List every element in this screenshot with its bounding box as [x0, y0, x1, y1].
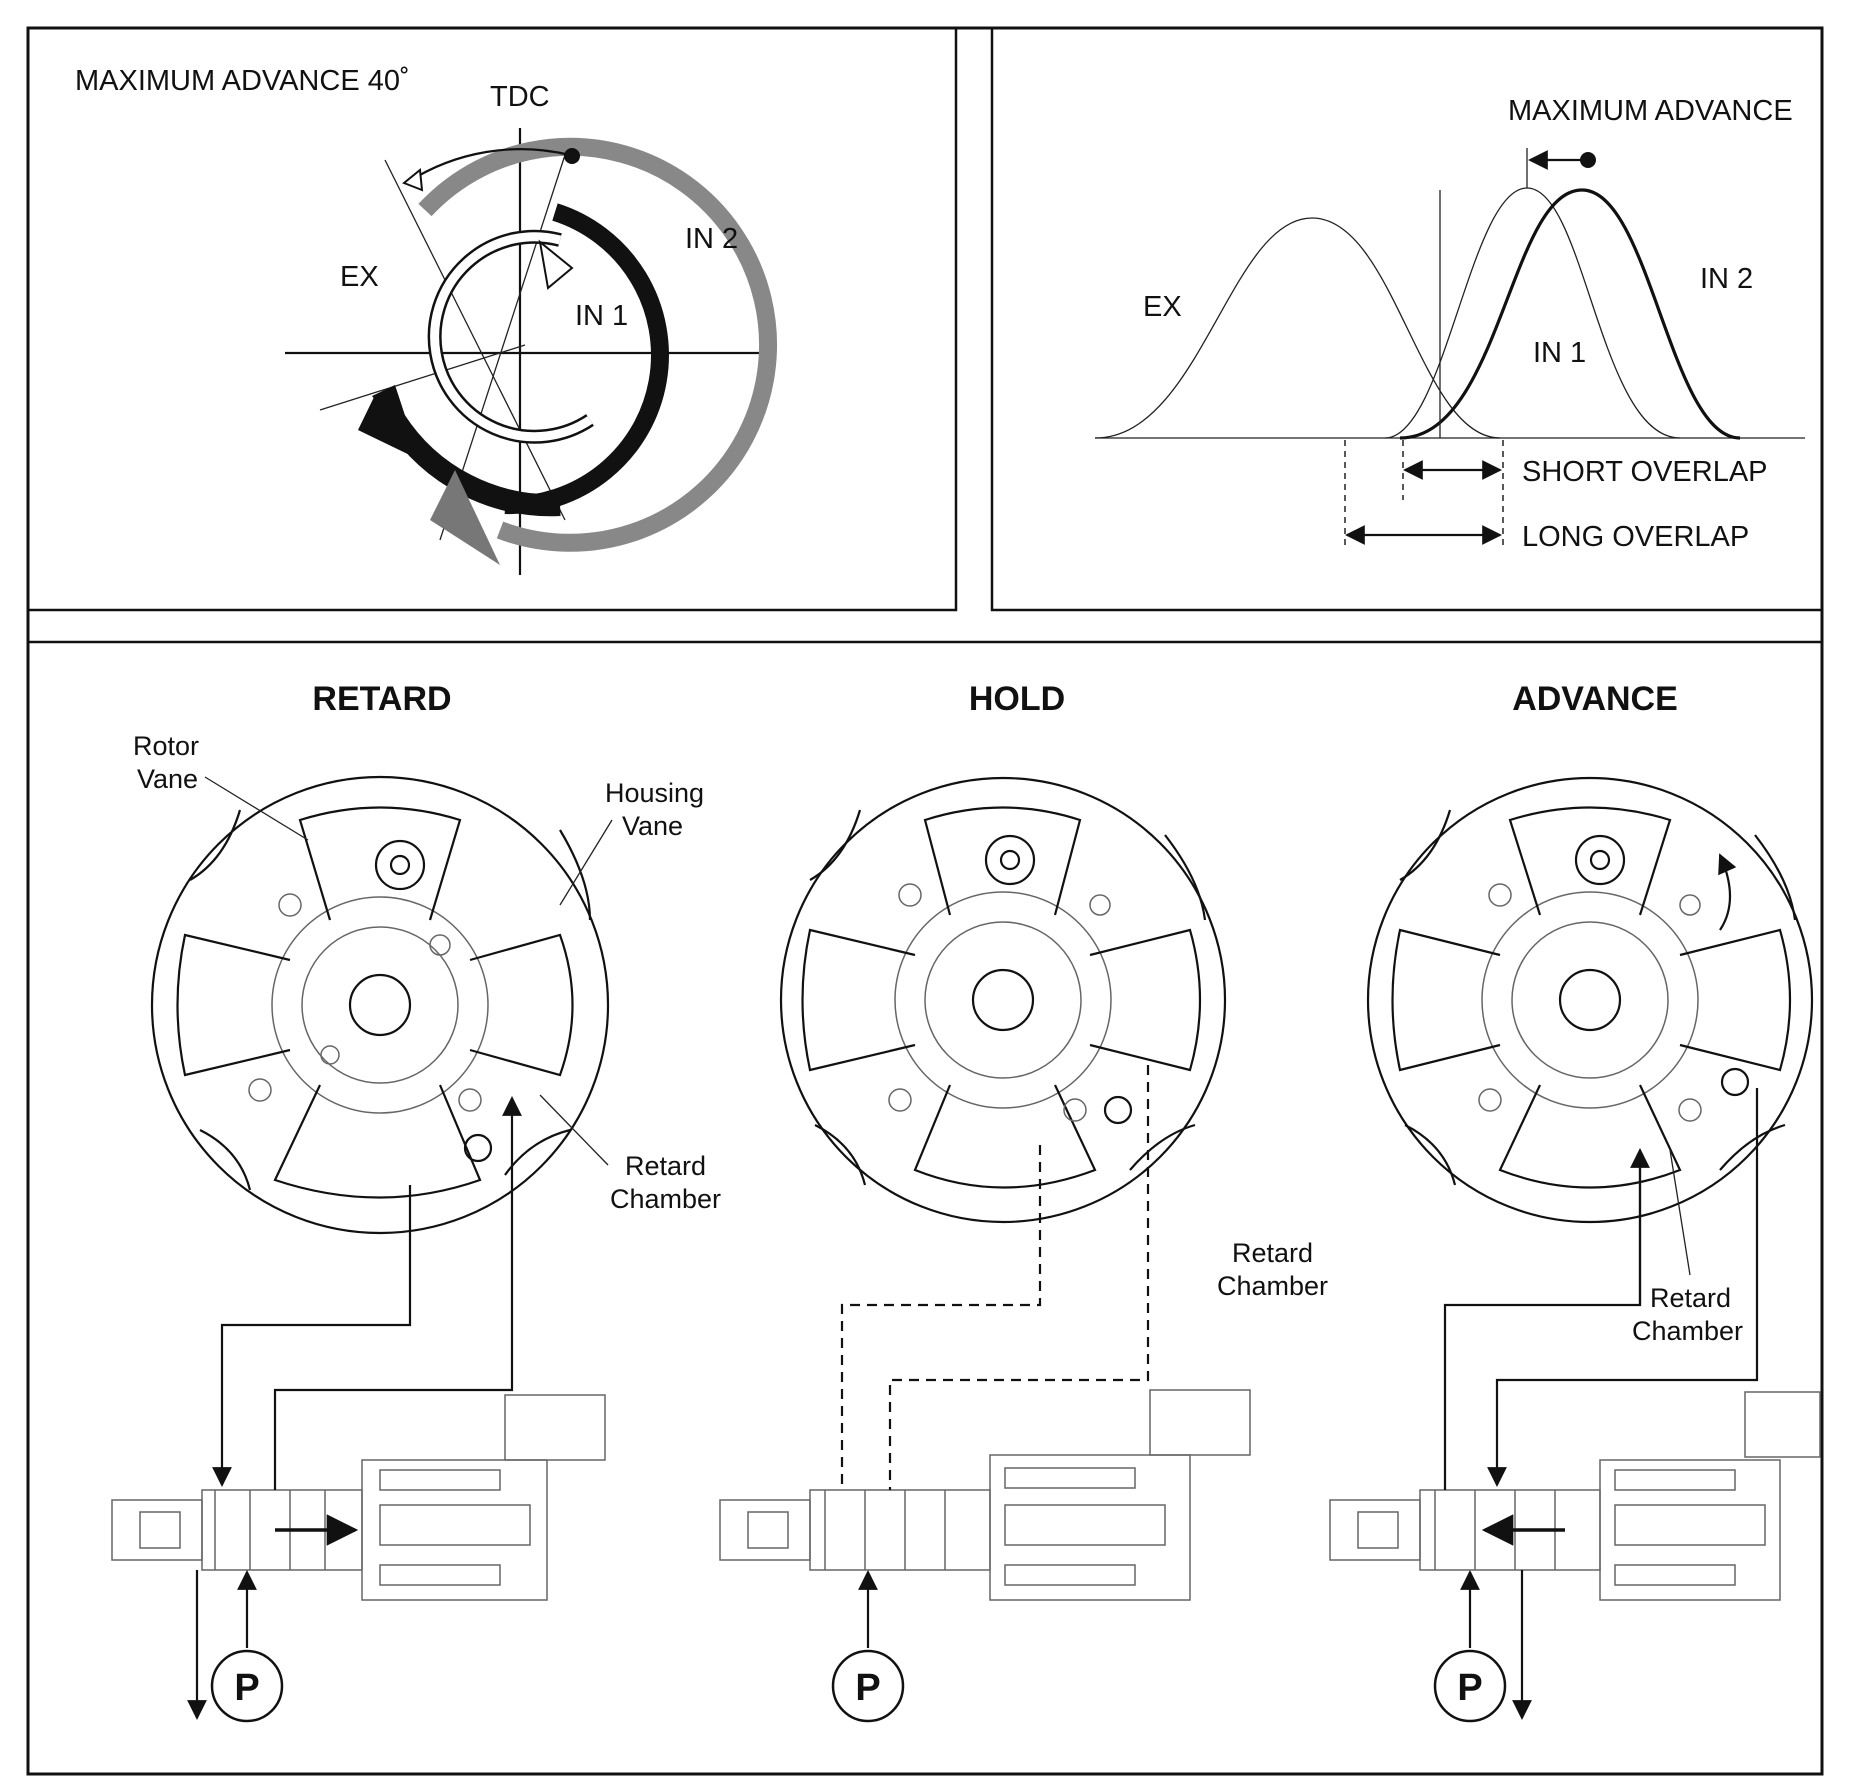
pressure-port-retard	[210, 1649, 284, 1723]
panel-lift-frame	[990, 26, 1824, 612]
label-long-overlap: LONG OVERLAP	[1522, 521, 1749, 553]
timing-diagram	[285, 128, 778, 575]
panel-timing-frame	[26, 26, 958, 612]
title-advance: ADVANCE	[1512, 680, 1678, 718]
label-retard-chamber-retard-line2: Chamber	[610, 1184, 721, 1214]
frame-outer	[26, 26, 1824, 1776]
label-short-overlap: SHORT OVERLAP	[1522, 456, 1768, 488]
label-in1-lift: IN 1	[1533, 337, 1586, 369]
label-retard-chamber-retard-line1: Retard	[625, 1151, 706, 1181]
lift-chart	[1094, 148, 1805, 550]
label-housing-vane-line1: Housing	[605, 778, 704, 808]
pressure-port-hold	[831, 1649, 905, 1723]
solenoid-hold	[719, 1389, 1251, 1601]
label-in2-timing: IN 2	[685, 223, 738, 255]
label-pressure-hold: P	[855, 1667, 880, 1709]
label-max-advance-40: MAXIMUM ADVANCE 40˚	[75, 65, 410, 97]
pressure-port-advance	[1433, 1649, 1507, 1723]
oil-lines-retard	[187, 1096, 522, 1720]
solenoid-advance	[1329, 1391, 1821, 1601]
label-retard-chamber-hold-line1: Retard	[1232, 1238, 1313, 1268]
label-retard-chamber-advance-line2: Chamber	[1632, 1316, 1743, 1346]
phaser-hold	[779, 776, 1227, 1224]
title-retard: RETARD	[312, 680, 451, 718]
label-rotor-vane-line1: Rotor	[133, 731, 199, 761]
phaser-retard	[150, 775, 610, 1235]
label-tdc: TDC	[490, 81, 550, 113]
label-in2-lift: IN 2	[1700, 263, 1753, 295]
title-hold: HOLD	[969, 680, 1065, 718]
oil-lines-hold	[840, 1065, 1150, 1648]
label-max-advance: MAXIMUM ADVANCE	[1508, 95, 1793, 127]
label-ex-timing: EX	[340, 261, 379, 293]
label-pressure-advance: P	[1457, 1667, 1482, 1709]
label-retard-chamber-advance-line1: Retard	[1650, 1283, 1731, 1313]
label-housing-vane-line2: Vane	[622, 811, 683, 841]
label-ex-lift: EX	[1143, 291, 1182, 323]
label-in1-timing: IN 1	[575, 300, 628, 332]
label-retard-chamber-hold-line2: Chamber	[1217, 1271, 1328, 1301]
oil-lines-advance	[1443, 1088, 1759, 1720]
label-rotor-vane-line2: Vane	[137, 764, 198, 794]
label-pressure-retard: P	[234, 1667, 259, 1709]
leader-lines	[204, 776, 1691, 1276]
solenoid-retard	[111, 1394, 606, 1601]
phaser-advance	[1366, 776, 1814, 1224]
